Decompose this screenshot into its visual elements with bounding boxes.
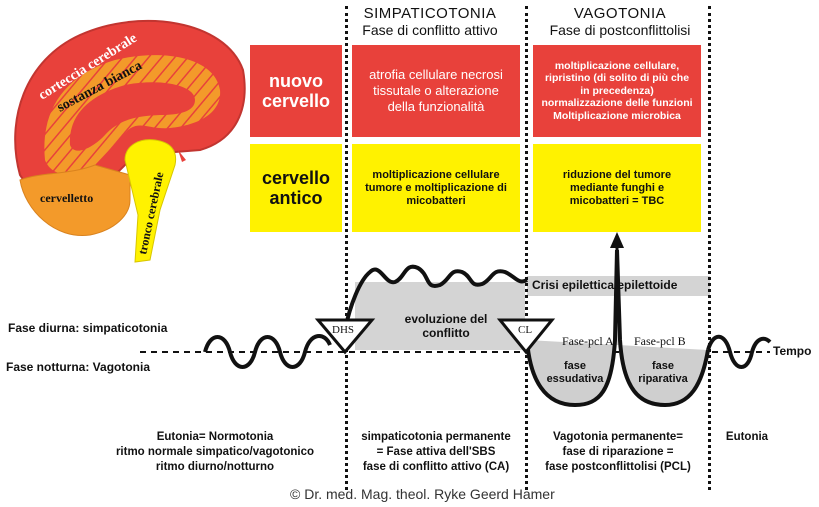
simp-desc-1: simpaticotonia permanente (361, 431, 511, 443)
old-brain-healing-cell: riduzione del tumore mediante funghi e m… (533, 144, 701, 232)
cl-label: CL (518, 324, 532, 336)
simp-desc-3: fase di conflitto attivo (CA) (362, 461, 510, 473)
cl-triangle (496, 318, 556, 355)
new-brain-label-1: nuovo (268, 71, 323, 91)
vago-desc-1: Vagotonia permanente= (552, 431, 684, 443)
copyright: © Dr. med. Mag. theol. Ryke Geerd Hamer (290, 486, 555, 502)
new-brain-active-cell: atrofia cellulare necrosi tissutale o al… (352, 45, 520, 137)
exudative-label: fase essudativa (546, 360, 604, 385)
vago-title: VAGOTONIA Fase di postconflittolisi (530, 5, 710, 39)
separator-3 (708, 6, 711, 490)
vago-desc-3: fase postconflittolisi (PCL) (545, 461, 691, 473)
brain-illustration: corteccia cerebrale sostanza bianca cerv… (14, 19, 246, 263)
pcl-b-label: Fase-pcl B (634, 334, 686, 348)
old-brain-label-2: antico (269, 188, 323, 208)
new-brain-healing-text: moltiplicazione cellulare, ripristino (d… (541, 59, 693, 122)
simpatico-subtitle: Fase di conflitto attivo (362, 22, 498, 38)
crisis-label: Crisi epilettica/epilettoide (532, 278, 678, 292)
vago-desc-2: fase di riparazione = (562, 446, 674, 458)
time-label: Tempo (773, 344, 812, 358)
eutonia-left-3: ritmo diurno/notturno (155, 461, 275, 473)
new-brain-healing-cell: moltiplicazione cellulare, ripristino (d… (533, 45, 701, 137)
night-phase-label: Fase notturna: Vagotonia (6, 360, 151, 374)
old-brain-label-1: cervello (261, 168, 331, 188)
separator-2 (525, 6, 528, 490)
old-brain-active-text: moltiplicazione cellulare tumore e molti… (365, 168, 507, 207)
reparative-label: fase riparativa (638, 360, 688, 385)
eutonia-right: Eutonia (725, 431, 769, 443)
eutonia-left-1: Eutonia= Normotonia (156, 431, 274, 443)
simpatico-title-main: SIMPATICOTONIA (363, 5, 497, 22)
simp-desc-2: = Fase attiva dell'SBS (376, 446, 496, 458)
eutonia-left-2: ritmo normale simpatico/vagotonico (115, 446, 315, 458)
separator-1 (345, 6, 348, 490)
new-brain-active-text: atrofia cellulare necrosi tissutale o al… (369, 67, 503, 114)
vago-subtitle: Fase di postconflittolisi (549, 22, 691, 38)
dhs-label: DHS (332, 324, 354, 336)
cerebellum-label: cervelletto (40, 191, 93, 205)
pcl-a-label: Fase-pcl A (562, 334, 614, 348)
conflict-evolution-area (355, 282, 525, 350)
vago-title-main: VAGOTONIA (573, 5, 667, 22)
old-brain-healing-text: riduzione del tumore mediante funghi e m… (562, 168, 672, 207)
normal-wave-right (706, 334, 772, 369)
arrow-head (610, 232, 624, 248)
dhs-triangle (314, 318, 376, 355)
cerebellum-shape (19, 164, 131, 237)
vago-desc: Vagotonia permanente= fase di riparazion… (530, 430, 706, 475)
day-phase-label: Fase diurna: simpaticotonia (8, 321, 168, 335)
simpatico-title: SIMPATICOTONIA Fase di conflitto attivo (340, 5, 520, 39)
old-brain-active-cell: moltiplicazione cellulare tumore e molti… (352, 144, 520, 232)
normal-wave-left (203, 334, 332, 369)
cortex-inner (69, 82, 195, 151)
simpatico-desc: simpaticotonia permanente = Fase attiva … (350, 430, 522, 475)
new-brain-label-2: cervello (261, 91, 331, 111)
active-wave (343, 264, 528, 331)
eutonia-left: Eutonia= Normotonia ritmo normale simpat… (90, 430, 340, 475)
evolution-label: evoluzione del conflitto (404, 312, 488, 340)
brainstem-shape (124, 139, 177, 263)
